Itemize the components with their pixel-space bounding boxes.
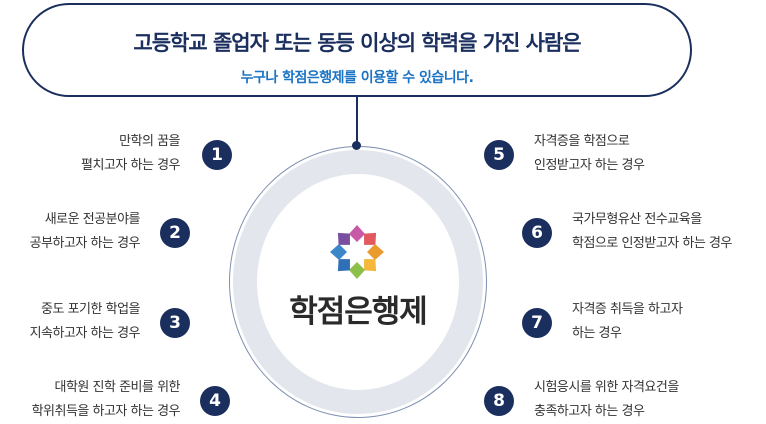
header-subtitle: 누구나 학점은행제를 이용할 수 있습니다. [240, 70, 474, 86]
connector-line [356, 97, 358, 145]
number-badge-3: 3 [160, 308, 190, 338]
item-line: 자격증을 학점으로 [534, 134, 630, 149]
item-line: 국가무형유산 전수교육을 [572, 212, 702, 227]
item-line: 학위취득을 하고자 하는 경우 [31, 404, 181, 419]
brand-name: 학점은행제 [289, 294, 428, 330]
item-line: 인정받고자 하는 경우 [534, 158, 645, 173]
flower-logo-icon [330, 225, 384, 279]
connector-dot [352, 141, 361, 150]
number-badge-6: 6 [522, 218, 552, 248]
header-title: 고등학교 졸업자 또는 동등 이상의 학력을 가진 사람은 [133, 31, 581, 55]
number-badge-1: 1 [202, 140, 232, 170]
logo-petal [364, 232, 377, 245]
logo-petal [337, 259, 350, 272]
number-badge-2: 2 [160, 218, 190, 248]
item-line: 공부하고자 하는 경우 [29, 236, 141, 251]
number-badge-8: 8 [484, 386, 514, 416]
item-line: 하는 경우 [572, 326, 622, 341]
logo-petal [364, 259, 377, 272]
item-line: 중도 포기한 학업을 [41, 302, 140, 317]
logo-petal [349, 262, 365, 279]
item-line: 시험응시를 위한 자격요건을 [534, 380, 679, 395]
logo-petal [349, 225, 365, 242]
item-line: 학점으로 인정받고자 하는 경우 [572, 236, 732, 251]
item-line: 충족하고자 하는 경우 [534, 404, 645, 419]
logo-petal [367, 244, 384, 260]
number-badge-4: 4 [200, 386, 230, 416]
item-line: 지속하고자 하는 경우 [29, 326, 141, 341]
header-banner: 고등학교 졸업자 또는 동등 이상의 학력을 가진 사람은 누구나 학점은행제를… [22, 3, 692, 97]
item-line: 자격증 취득을 하고자 [572, 302, 683, 317]
center-ring [233, 150, 483, 414]
item-line: 만학의 꿈을 [119, 134, 180, 149]
number-badge-7: 7 [522, 308, 552, 338]
logo-petal [330, 244, 347, 260]
number-badge-5: 5 [484, 140, 514, 170]
item-line: 대학원 진학 준비를 위한 [54, 380, 181, 395]
item-line: 펼치고자 하는 경우 [81, 158, 180, 173]
logo-petal [337, 232, 350, 245]
item-line: 새로운 전공분야를 [44, 212, 141, 227]
